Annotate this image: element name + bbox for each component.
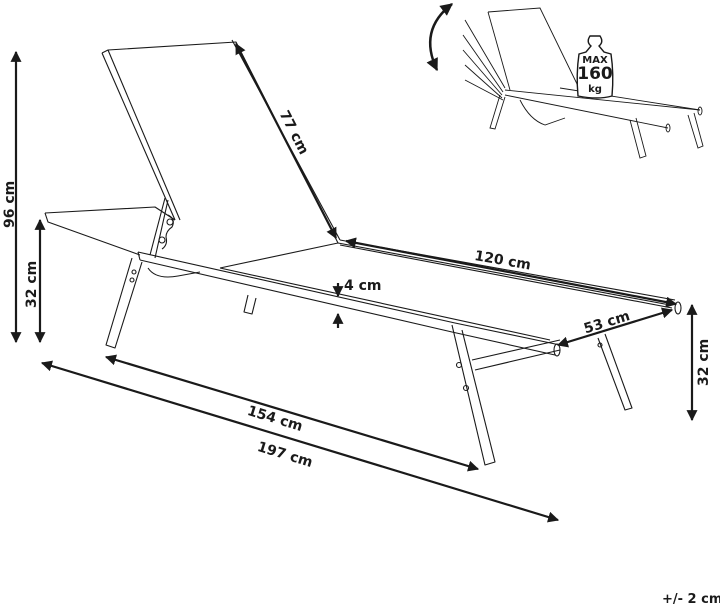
backrest-arrow [235, 43, 337, 239]
tolerance-note: +/- 2 cm [662, 592, 720, 607]
rotate-arrow-icon [426, 3, 453, 72]
weight-value: 160 [577, 64, 613, 84]
width-arrow [556, 307, 674, 348]
inset-lounger [462, 7, 704, 159]
length-197-arrow [40, 360, 560, 523]
weight-max-label: MAX [582, 55, 608, 66]
label-seat-height-right: 32 cm [696, 338, 712, 386]
label-seat-height-left: 32 cm [24, 260, 40, 308]
dimension-lines [10, 43, 698, 523]
main-lounger [44, 39, 682, 466]
label-total-height: 96 cm [2, 180, 18, 228]
weight-unit: kg [588, 84, 602, 95]
weight-icon [576, 35, 614, 99]
seat-length-arrow [344, 237, 678, 308]
label-frame-thickness: 4 cm [344, 278, 382, 294]
